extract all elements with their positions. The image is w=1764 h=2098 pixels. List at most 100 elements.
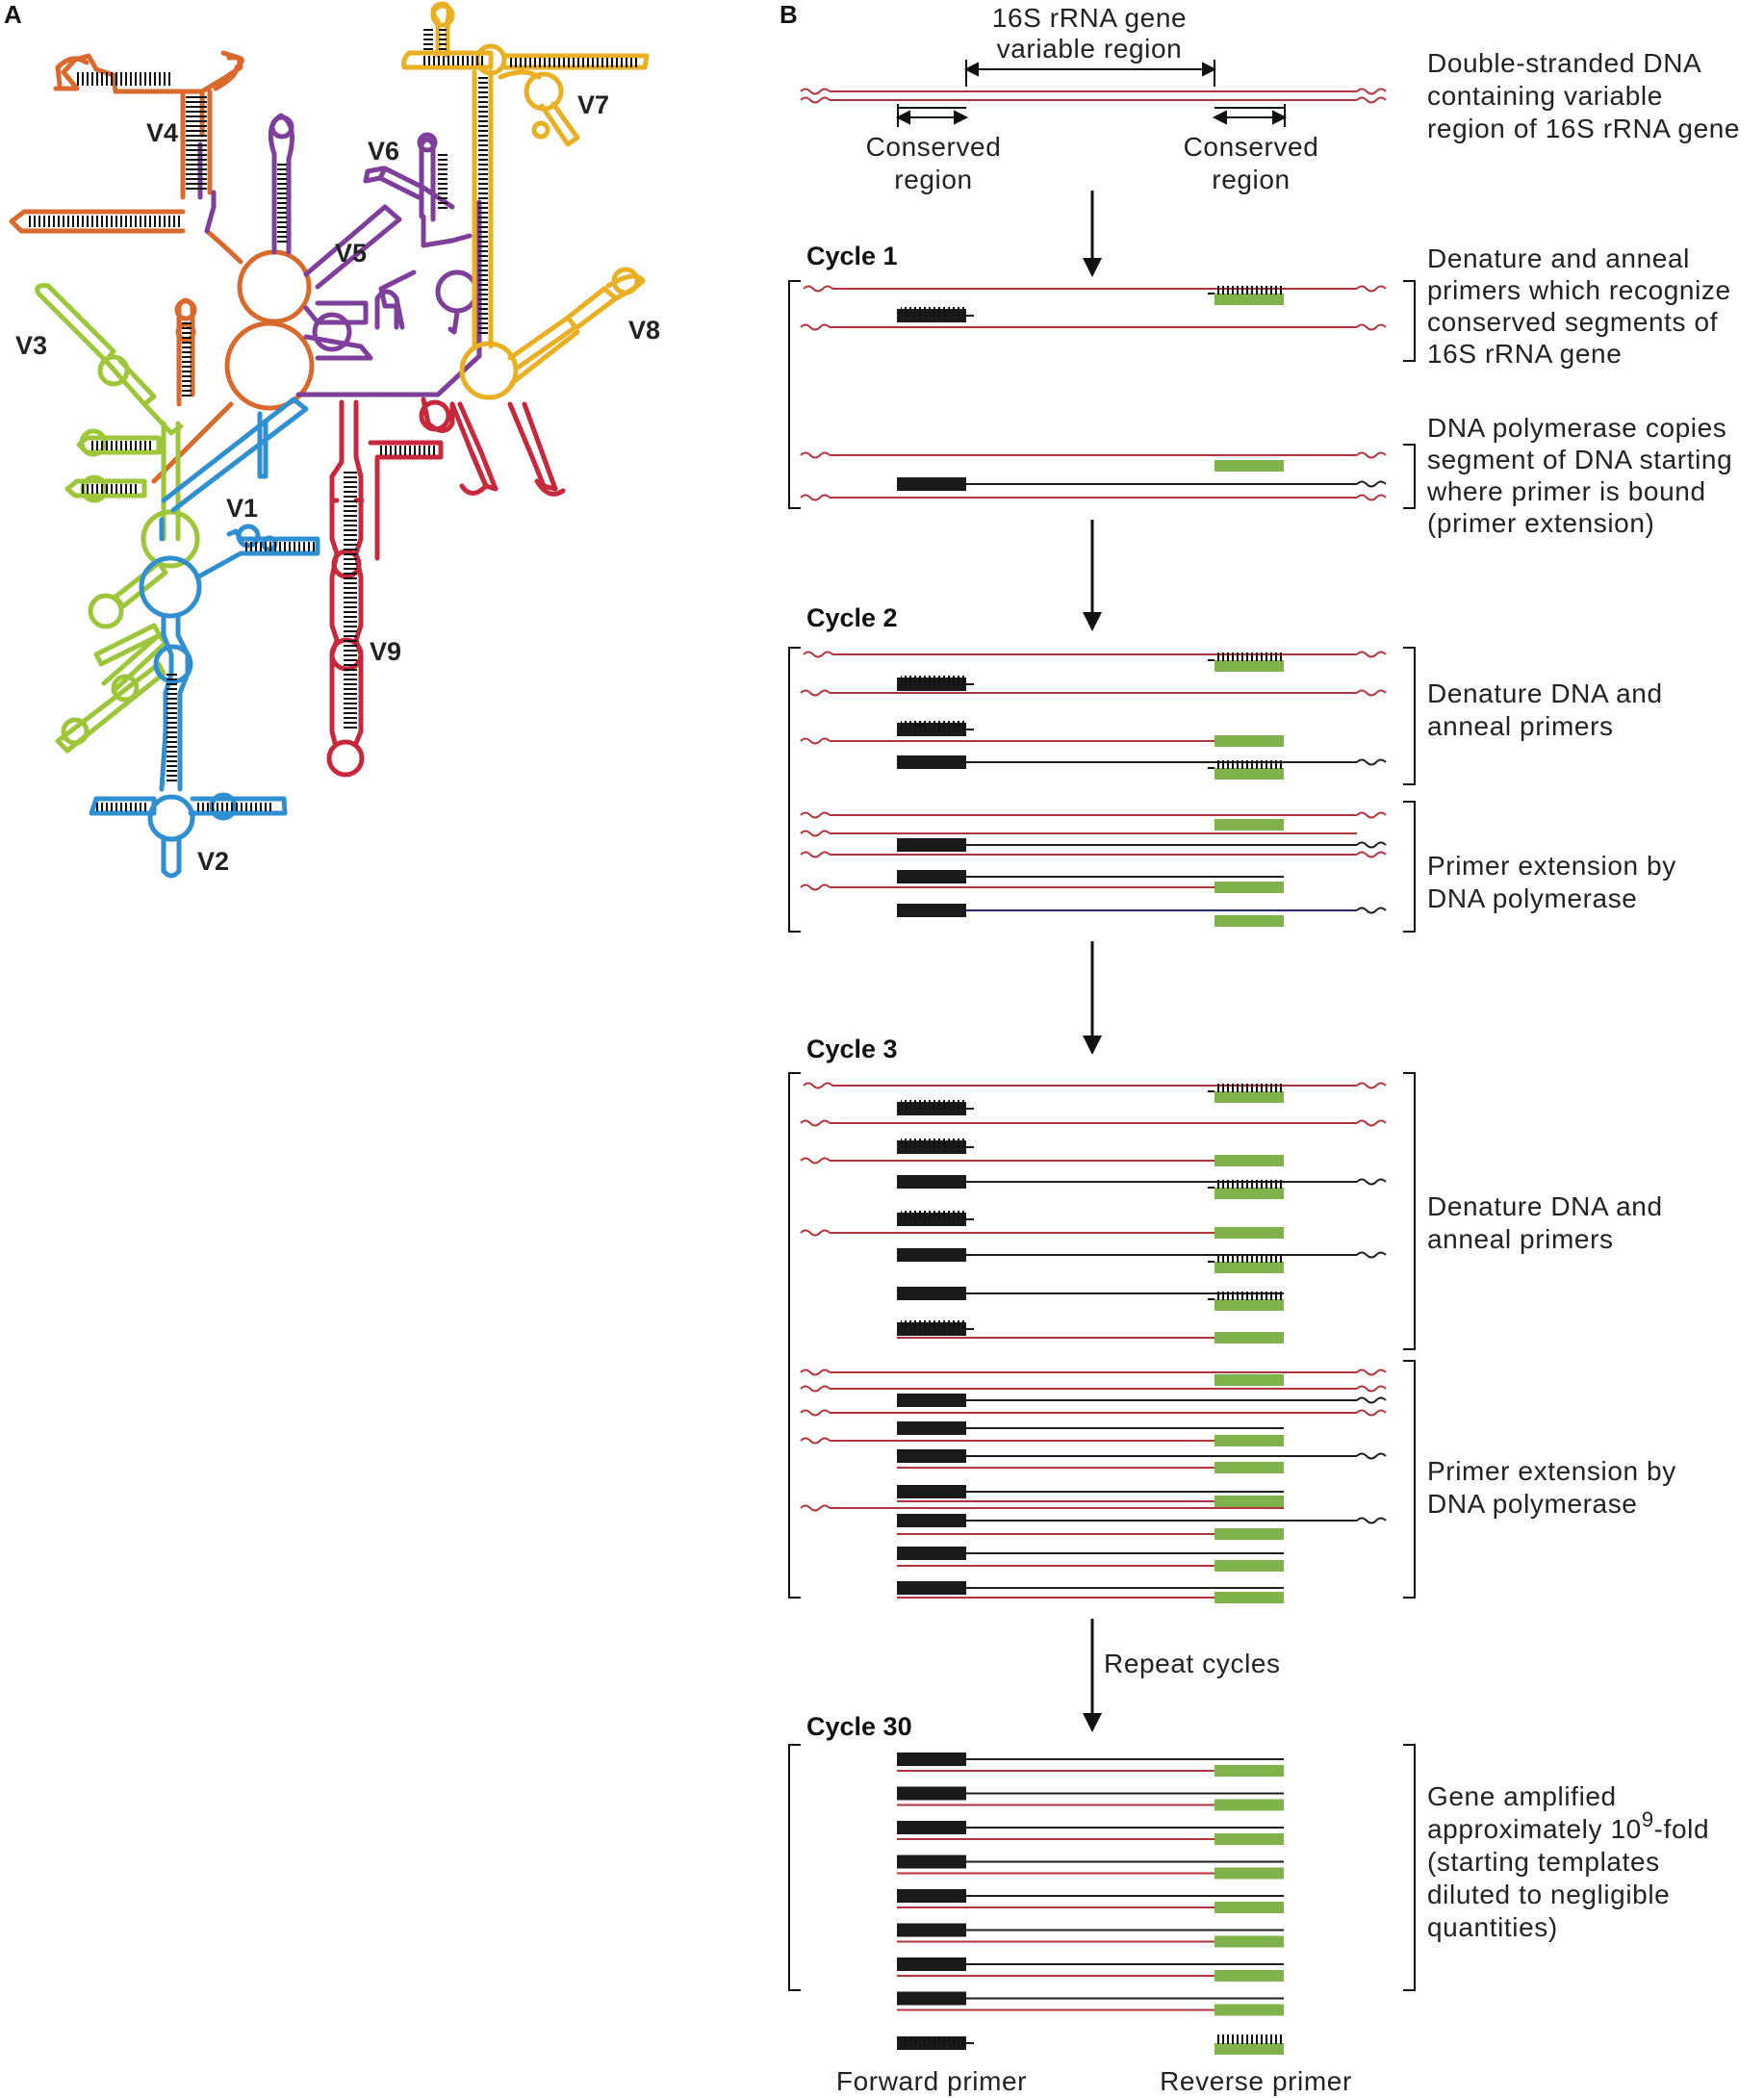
bracket-left: [788, 280, 801, 509]
cycle-30-desc: Gene amplified approximately 109-fold (s…: [1427, 1781, 1709, 1942]
desc-text: (primer extension): [1427, 508, 1654, 538]
reverse-primer: [1214, 1262, 1284, 1273]
forward-primer: [897, 1547, 966, 1560]
reverse-primer: [1214, 1935, 1284, 1948]
panel-b-letter: B: [780, 0, 798, 29]
reverse-primer: [1214, 1833, 1284, 1845]
legend: Forward primer Reverse primer: [836, 2034, 1352, 2096]
strand-end-squiggle: [803, 651, 833, 658]
forward-primer: [897, 870, 966, 883]
strand-end-squiggle: [1356, 1082, 1387, 1089]
reverse-primer: [1214, 1227, 1284, 1239]
desc-text: Denature DNA and: [1427, 1191, 1663, 1221]
forward-primer-hatch: [901, 1139, 966, 1148]
cycle-3-title: Cycle 3: [806, 1035, 898, 1063]
forward-primer: [897, 1581, 966, 1595]
region-v3: [35, 283, 200, 754]
strand-end-squiggle: [800, 830, 831, 837]
region-v4: [9, 50, 315, 484]
dsdna-desc-line3: region of 16S rRNA gene: [1427, 114, 1740, 143]
reverse-primer: [1214, 1332, 1284, 1343]
reverse-primer: [1214, 1902, 1284, 1913]
cycle-1-title: Cycle 1: [806, 242, 898, 270]
cycle-2-title: Cycle 2: [806, 603, 898, 632]
strand-end-squiggle: [1356, 494, 1387, 501]
cycle-2-step-2-desc: Primer extension by DNA polymerase: [1427, 851, 1675, 913]
dna-strands: [800, 88, 1387, 2016]
desc-text: anneal primers: [1427, 1224, 1614, 1254]
reverse-primer: [1214, 1496, 1284, 1507]
cycle-30-title: Cycle 30: [806, 1712, 912, 1741]
bracket-right: [1403, 280, 1416, 362]
strand-end-squiggle: [800, 689, 831, 697]
forward-primer: [897, 1855, 966, 1869]
strand-end-squiggle: [1356, 651, 1387, 658]
reverse-primer: [1214, 1091, 1284, 1103]
reverse-primer-hatch: [1214, 2034, 1284, 2044]
reverse-primer: [1214, 1560, 1284, 1572]
strand-end-squiggle: [1356, 1119, 1387, 1127]
region-v9: [326, 397, 566, 778]
strand-end-squiggle: [800, 88, 831, 95]
strand-end-squiggle: [1356, 907, 1387, 914]
desc-text: diluted to negligible: [1427, 1880, 1670, 1909]
strand-end-squiggle: [800, 451, 831, 459]
forward-primer: [897, 1485, 966, 1498]
forward-primer: [897, 1923, 966, 1937]
forward-primer-hatch: [901, 1320, 966, 1330]
strand-end-squiggle: [1356, 758, 1387, 766]
panel-a-rrna-structure: A: [4, 0, 660, 879]
base-pairs: [29, 29, 640, 811]
desc-text: DNA polymerase: [1427, 883, 1637, 913]
dsdna-desc-line2: containing variable: [1427, 81, 1663, 111]
legend-reverse-label: Reverse primer: [1160, 2066, 1352, 2096]
strand-end-squiggle: [1356, 285, 1387, 293]
desc-text: DNA polymerase: [1427, 1489, 1637, 1519]
strand-end-squiggle: [1356, 1396, 1387, 1404]
forward-primer: [897, 1248, 966, 1262]
reverse-primer: [1214, 819, 1284, 831]
variable-region-arrow: [895, 60, 1288, 127]
reverse-primer-hatch: [1214, 286, 1284, 294]
desc-text: (starting templates: [1427, 1847, 1660, 1877]
variable-region-label-line1: 16S rRNA gene: [992, 3, 1187, 33]
reverse-primer: [1214, 1970, 1284, 1982]
reverse-primer: [1214, 1799, 1284, 1811]
strand-end-squiggle: [800, 494, 831, 501]
reverse-primer: [1214, 735, 1284, 747]
fold-base: approximately 10: [1427, 1814, 1642, 1844]
label-v2: V2: [197, 847, 229, 876]
strand-end-squiggle: [1356, 1178, 1387, 1186]
forward-primer: [897, 1821, 966, 1834]
legend-forward-label: Forward primer: [836, 2066, 1027, 2096]
cycle-3-step-1-desc: Denature DNA and anneal primers: [1427, 1191, 1663, 1254]
forward-primer-hatch: [901, 1211, 966, 1220]
reverse-primer: [1214, 294, 1284, 305]
fold-exponent: 9: [1642, 1807, 1654, 1831]
strand-end-squiggle: [800, 1369, 831, 1376]
strand-end-squiggle: [800, 1229, 831, 1237]
forward-primer: [897, 904, 966, 917]
strand-end-squiggle: [1356, 1452, 1387, 1460]
desc-text: conserved segments of: [1427, 307, 1718, 337]
desc-text: quantities): [1427, 1912, 1558, 1942]
label-v3: V3: [15, 331, 47, 360]
desc-text: segment of DNA starting: [1427, 445, 1732, 474]
fold-suffix: -fold: [1654, 1814, 1709, 1844]
forward-primer: [897, 477, 966, 491]
forward-primer-hatch: [901, 1100, 966, 1110]
panel-b-pcr-diagram: B 16S rRNA gene variable region Conserve…: [780, 0, 1740, 2096]
strand-end-squiggle: [800, 737, 831, 745]
strand-end-squiggle: [1356, 1251, 1387, 1259]
strand-end-squiggle: [1356, 689, 1387, 697]
strand-end-squiggle: [1356, 480, 1387, 488]
label-v6: V6: [368, 137, 399, 166]
strand-end-squiggle: [800, 883, 831, 891]
forward-primer: [897, 1991, 966, 2006]
cycle-arrows: [1083, 191, 1102, 1732]
strand-end-squiggle: [1356, 1369, 1387, 1376]
reverse-primer-hatch: [1214, 1180, 1284, 1189]
forward-primer: [897, 1514, 966, 1527]
strand-end-squiggle: [1356, 323, 1387, 331]
